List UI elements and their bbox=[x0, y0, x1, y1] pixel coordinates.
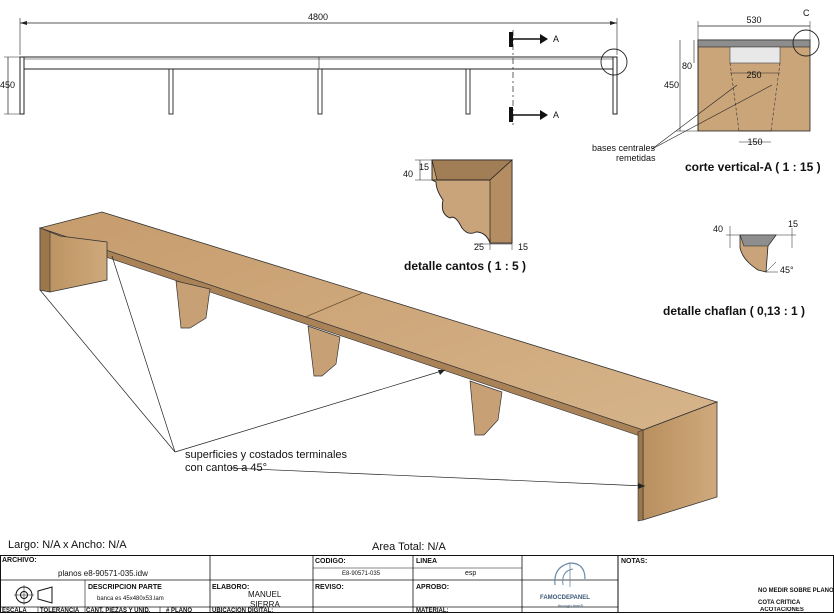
section-note-line1: bases centrales bbox=[592, 143, 656, 153]
plano-label: # PLANO bbox=[166, 608, 193, 614]
title-block-grid bbox=[0, 555, 834, 613]
cant-label: CANT. PIEZAS Y UNID. bbox=[86, 608, 151, 614]
chamfer-dim-left: 40 bbox=[713, 224, 723, 234]
chamfer-dim-right: 15 bbox=[788, 219, 798, 229]
material-label: MATERIAL: bbox=[416, 608, 449, 614]
elevation-height-dim: 450 bbox=[0, 80, 15, 90]
section-note-line2: remetidas bbox=[616, 153, 656, 163]
elaboro-label: ELABORO: bbox=[212, 584, 250, 591]
size-summary: Largo: N/A x Ancho: N/A bbox=[8, 539, 127, 551]
linea-value: esp bbox=[465, 570, 477, 577]
chamfer-detail: 40 15 45° detalle chaflan ( 0,13 : 1 ) bbox=[663, 219, 805, 318]
descripcion-label: DESCRIPCION PARTE bbox=[88, 584, 162, 591]
elaboro-value-1: MANUEL bbox=[248, 590, 282, 599]
edge-dim-top: 15 bbox=[419, 162, 429, 172]
vertical-section-a: 530 C 250 150 80 450 bases centrales rem… bbox=[592, 8, 821, 174]
front-elevation: 4800 450 A A bbox=[0, 12, 628, 125]
chamfer-detail-title: detalle chaflan ( 0,13 : 1 ) bbox=[663, 304, 805, 318]
section-marker-top: A bbox=[553, 34, 559, 44]
descripcion-value: banca es 45x480x53.lam bbox=[97, 596, 164, 602]
section-width-dim: 530 bbox=[746, 15, 761, 25]
section-base-top-dim: 250 bbox=[746, 70, 761, 80]
edge-dim-height: 40 bbox=[403, 169, 413, 179]
section-height-dim: 450 bbox=[664, 80, 679, 90]
section-title: corte vertical-A ( 1 : 15 ) bbox=[685, 160, 821, 174]
detail-callout-c: C bbox=[803, 8, 810, 18]
tolerancia-label: TOLERANCIA bbox=[40, 608, 80, 614]
ubicacion-label: UBICACION DIGITAL: bbox=[212, 608, 274, 614]
edge-detail-title: detalle cantos ( 1 : 5 ) bbox=[404, 259, 526, 273]
cut-off-label: ACOTACIONES bbox=[760, 607, 804, 613]
archivo-label: ARCHIVO: bbox=[2, 557, 37, 564]
iso-note-line2: con cantos a 45° bbox=[185, 462, 268, 474]
area-summary: Area Total: N/A bbox=[372, 541, 446, 553]
iso-note-line1: superficies y costados terminales bbox=[185, 449, 348, 461]
company-logo-icon bbox=[554, 562, 586, 587]
notas-label: NOTAS: bbox=[621, 558, 648, 565]
elevation-length-dim: 4800 bbox=[308, 12, 328, 22]
edge-detail: 15 40 25 15 detalle cantos ( 1 : 5 ) bbox=[403, 159, 528, 273]
warning-no-measure: NO MEDIR SOBRE PLANO bbox=[758, 588, 834, 594]
projection-symbol-icon bbox=[14, 585, 53, 605]
edge-dim-bottom-left: 25 bbox=[474, 242, 484, 252]
isometric-view bbox=[38, 211, 719, 522]
section-marker-bottom: A bbox=[553, 110, 559, 120]
edge-dim-bottom-right: 15 bbox=[518, 242, 528, 252]
warning-critical-dim: COTA CRITICA bbox=[758, 600, 801, 606]
revisor-label: REVISO: bbox=[315, 584, 344, 591]
section-base-bottom-dim: 150 bbox=[747, 137, 762, 147]
linea-label: LINEA bbox=[416, 558, 437, 565]
logo-subtext: through time® bbox=[558, 603, 584, 608]
elaboro-value-2: SIERRA bbox=[250, 600, 280, 609]
logo-text: FAMOCDEPANEL bbox=[540, 595, 590, 601]
codigo-value: E8-90571-035 bbox=[342, 571, 381, 577]
archivo-value: planos e8-90571-035.idw bbox=[58, 569, 148, 578]
chamfer-angle: 45° bbox=[780, 265, 794, 275]
title-block: ARCHIVO: planos e8-90571-035.idw DESCRIP… bbox=[0, 555, 834, 614]
escala-label: ESCALA bbox=[2, 608, 27, 614]
aprobo-label: APROBO: bbox=[416, 584, 450, 591]
codigo-label: CODIGO: bbox=[315, 558, 346, 565]
section-thickness-dim: 80 bbox=[682, 61, 692, 71]
